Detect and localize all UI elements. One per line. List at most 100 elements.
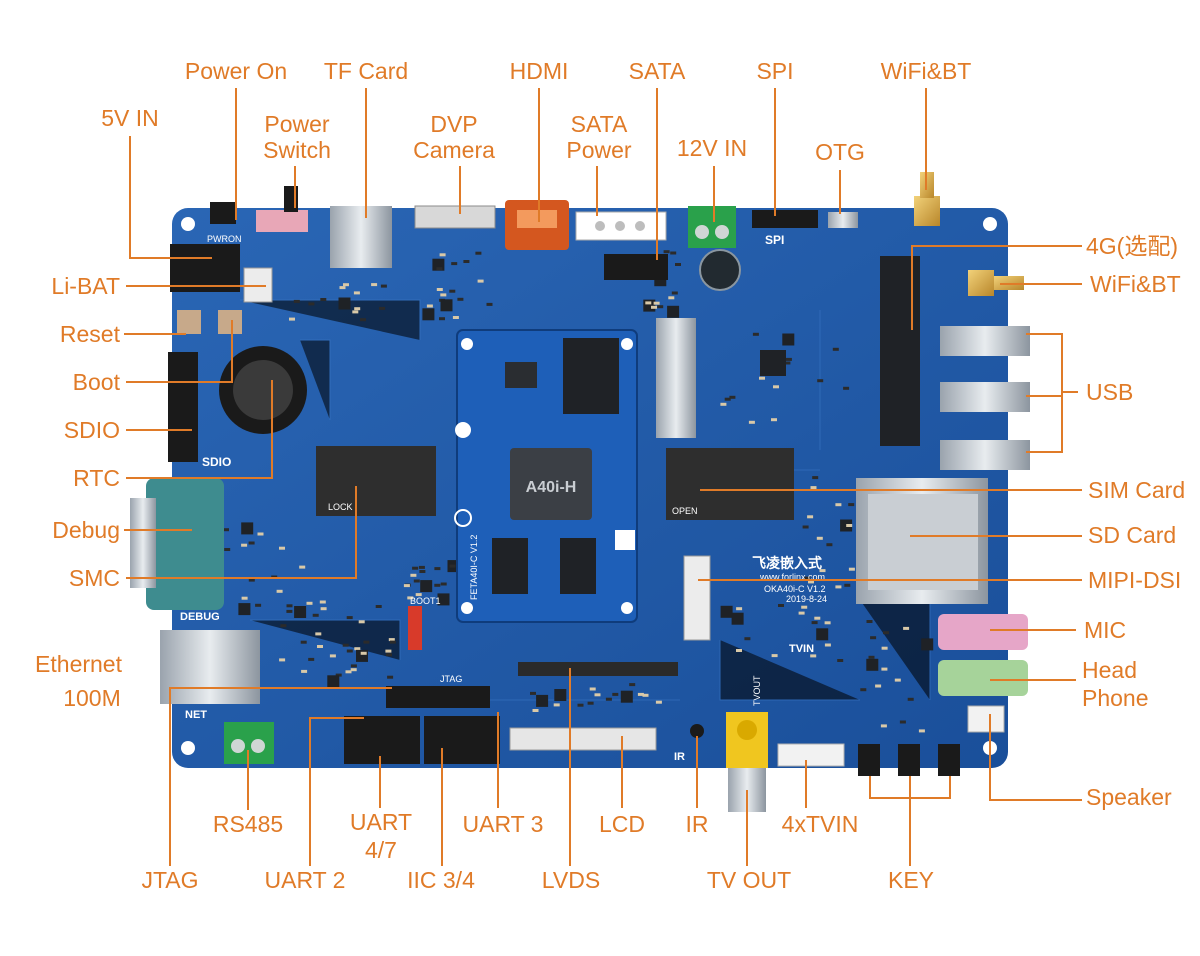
mic-jack (938, 614, 1028, 650)
debug-db9 (146, 478, 224, 610)
som-core-module: A40i-H FETA40I-C V1.2 (454, 329, 638, 623)
label-reset: Reset (60, 321, 121, 347)
boot-dip-switch (408, 606, 422, 650)
ethernet-port (160, 630, 260, 704)
brand-silk: 飞凌嵌入式 (752, 555, 822, 571)
label-usb: USB (1086, 379, 1133, 405)
connectors: PWRON SPI SDIO DEBUG NET (130, 172, 1030, 812)
power-on-button (210, 202, 236, 224)
label-rtc: RTC (73, 465, 120, 491)
label-sdio: SDIO (64, 417, 120, 443)
usb-port-1 (940, 326, 1030, 356)
uart47-header (344, 716, 420, 764)
board-date-silk: 2019-8-24 (786, 594, 827, 604)
sim-card-slot (666, 448, 794, 520)
a40i-chip (510, 448, 592, 520)
four-g-slot (880, 256, 920, 446)
label-uart47-2: 4/7 (365, 837, 397, 863)
label-tv-out: TV OUT (707, 867, 791, 893)
label-head-phone-1: Head (1082, 657, 1137, 683)
spi-header (752, 210, 818, 228)
label-speaker: Speaker (1086, 784, 1172, 810)
key-button-1 (858, 744, 880, 776)
label-ir: IR (686, 811, 709, 837)
headphone-jack (938, 660, 1028, 696)
label-5v-in: 5V IN (101, 105, 159, 131)
wifi-antenna-top (914, 196, 940, 226)
brand-url-silk: www.forlinx.com (759, 572, 825, 582)
label-iic: IIC 3/4 (407, 867, 475, 893)
label-rs485: RS485 (213, 811, 283, 837)
dc-jack (170, 244, 240, 292)
reset-button (177, 310, 201, 334)
label-sata: SATA (629, 58, 686, 84)
label-key: KEY (888, 867, 934, 893)
ir-receiver (690, 724, 704, 738)
label-ethernet-1: Ethernet (35, 651, 123, 677)
label-boot: Boot (73, 369, 121, 395)
emmc-chip (563, 338, 619, 414)
label-tf-card: TF Card (324, 58, 408, 84)
label-12v-in: 12V IN (677, 135, 747, 161)
label-power-switch-2: Switch (263, 137, 331, 163)
label-hdmi: HDMI (510, 58, 569, 84)
label-tvin: 4xTVIN (782, 811, 859, 837)
label-head-phone-2: Phone (1082, 685, 1149, 711)
label-uart2: UART 2 (265, 867, 346, 893)
no-entry-icon (454, 509, 472, 527)
ram-chip-2 (560, 538, 596, 594)
pmic-chip (505, 362, 537, 388)
label-power-switch-1: Power (264, 111, 330, 137)
net-silk: NET (185, 709, 207, 721)
label-ethernet-2: 100M (63, 685, 121, 711)
callout-labels: Power On TF Card HDMI SATA SPI WiFi&BT 5… (35, 58, 1185, 893)
label-sd-card: SD Card (1088, 522, 1176, 548)
wifi-antenna-right (968, 270, 994, 296)
arrow-up-icon (455, 422, 471, 438)
twelve-v-terminal (688, 206, 736, 248)
label-spi: SPI (756, 58, 793, 84)
key-button-3 (938, 744, 960, 776)
lvds-header (518, 662, 678, 676)
som-model-text: A40i-H (526, 479, 577, 496)
sdio-header (168, 352, 198, 462)
tf-card-slot (330, 206, 392, 268)
label-sata-power-2: Power (566, 137, 632, 163)
som-board-text: FETA40I-C V1.2 (469, 535, 479, 600)
jtag-silk: JTAG (440, 674, 462, 684)
label-dvp-camera-2: Camera (413, 137, 495, 163)
label-sim-card: SIM Card (1088, 477, 1185, 503)
power-switch (256, 210, 308, 232)
label-lvds: LVDS (542, 867, 600, 893)
speaker-connector (967, 705, 1005, 733)
sdio-silk: SDIO (202, 455, 231, 469)
leader-lines (124, 88, 1082, 866)
label-debug: Debug (52, 517, 120, 543)
m2-socket (656, 318, 696, 438)
label-smc: SMC (69, 565, 120, 591)
tvin-connector (777, 743, 845, 767)
lock-silk-smc: LOCK (328, 502, 353, 512)
boot-button (218, 310, 242, 334)
label-li-bat: Li-BAT (51, 273, 120, 299)
usb-hub-chip (760, 350, 786, 376)
label-wifi-bt-top: WiFi&BT (881, 58, 972, 84)
dvp-camera-connector (414, 205, 496, 229)
label-otg: OTG (815, 139, 865, 165)
uart3-iic-header (424, 716, 500, 764)
usb-port-3 (940, 440, 1030, 470)
ir-silk: IR (674, 751, 685, 763)
qr-code (615, 530, 635, 550)
tvin-silk: TVIN (789, 643, 814, 655)
lcd-connector (509, 727, 657, 751)
sata-connector (604, 254, 668, 280)
capacitor (699, 249, 741, 291)
debug-silk: DEBUG (180, 611, 220, 623)
key-button-2 (898, 744, 920, 776)
label-lcd: LCD (599, 811, 645, 837)
pwron-silk: PWRON (207, 234, 242, 244)
otg-connector (828, 212, 858, 228)
label-jtag: JTAG (141, 867, 198, 893)
